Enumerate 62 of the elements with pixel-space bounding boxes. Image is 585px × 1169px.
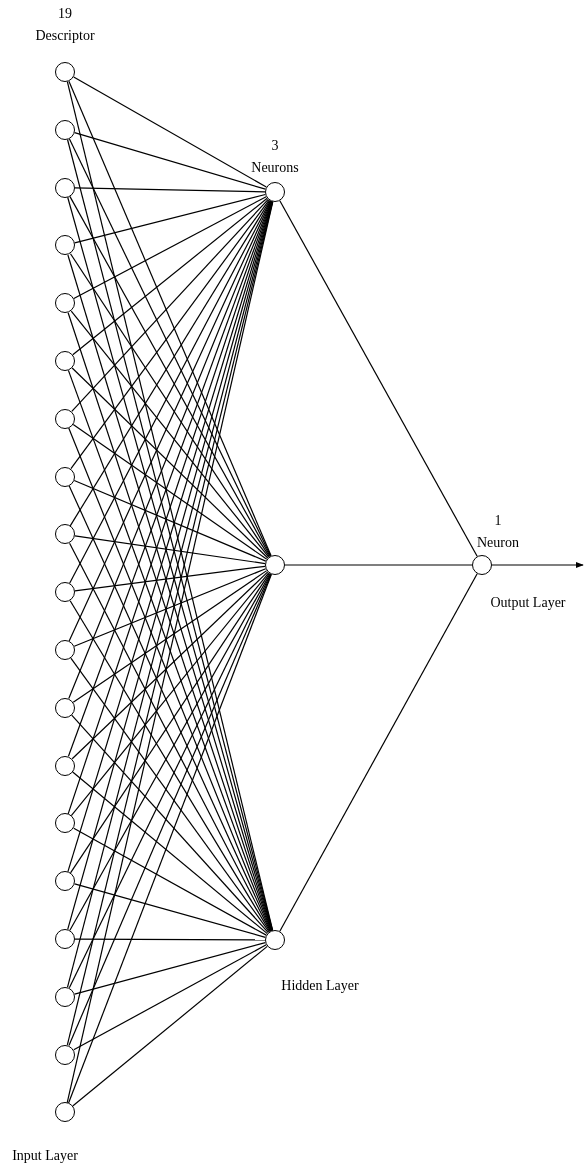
connection-line (74, 193, 266, 244)
neuron-circle (472, 555, 492, 575)
connection-line (284, 564, 473, 566)
neuron-circle (55, 293, 75, 314)
neuron-circle (55, 640, 75, 660)
connection-line (71, 571, 269, 760)
connection-line (74, 938, 266, 941)
layer-label: 3 Neurons (251, 137, 299, 177)
neuron-circle (55, 524, 75, 545)
neuron-circle (55, 813, 75, 834)
layer-label: Hidden Layer (280, 977, 360, 995)
connection-line (72, 945, 268, 1107)
connection-line (71, 367, 269, 559)
neuron-circle (55, 62, 75, 82)
connection-line (74, 132, 266, 190)
neuron-circle (55, 582, 75, 603)
neuron-circle (55, 871, 75, 892)
neuron-circle (265, 930, 285, 950)
neuron-circle (55, 351, 75, 371)
connection-line (73, 944, 267, 1051)
layer-label: Output Layer (489, 594, 567, 612)
neuron-circle (265, 182, 285, 202)
connection-line (72, 570, 268, 703)
neuron-circle (265, 555, 285, 575)
connection-line (69, 253, 271, 558)
connection-line (74, 565, 266, 592)
connection-line (279, 200, 478, 557)
connection-line (74, 535, 266, 565)
neuron-circle (55, 1102, 75, 1123)
connection-line (73, 827, 267, 936)
connection-line (74, 942, 266, 995)
connection-line (72, 423, 268, 560)
connection-line (73, 76, 267, 188)
connection-line (279, 573, 478, 932)
layer-label: 1 Neuron (477, 512, 519, 552)
connection-line (74, 883, 266, 938)
neuron-circle (55, 177, 75, 198)
connection-line (71, 198, 269, 413)
connection-line (70, 199, 270, 470)
connection-line (74, 187, 266, 193)
connection-line (69, 572, 271, 874)
connection-line (70, 310, 270, 558)
arrow (491, 561, 584, 569)
neuron-circle (55, 466, 75, 487)
layer-label: Input Layer (11, 1147, 79, 1165)
neuron-circle (55, 119, 75, 140)
connection-line (73, 568, 267, 647)
connection-line (70, 657, 270, 933)
neuron-circle (55, 1044, 75, 1065)
layer-label: 19 Descriptor (35, 5, 95, 45)
neuron-circle (55, 697, 75, 718)
connection-line (72, 197, 268, 356)
neuron-circle (55, 235, 75, 256)
neuron-circle (55, 929, 75, 949)
connection-line (73, 479, 267, 562)
connection-line (72, 771, 268, 935)
connection-line (73, 196, 267, 300)
connection-line (70, 572, 270, 817)
neuron-circle (55, 755, 75, 776)
connection-line (71, 714, 269, 934)
neuron-circle (55, 408, 75, 429)
neuron-circle (55, 986, 75, 1007)
